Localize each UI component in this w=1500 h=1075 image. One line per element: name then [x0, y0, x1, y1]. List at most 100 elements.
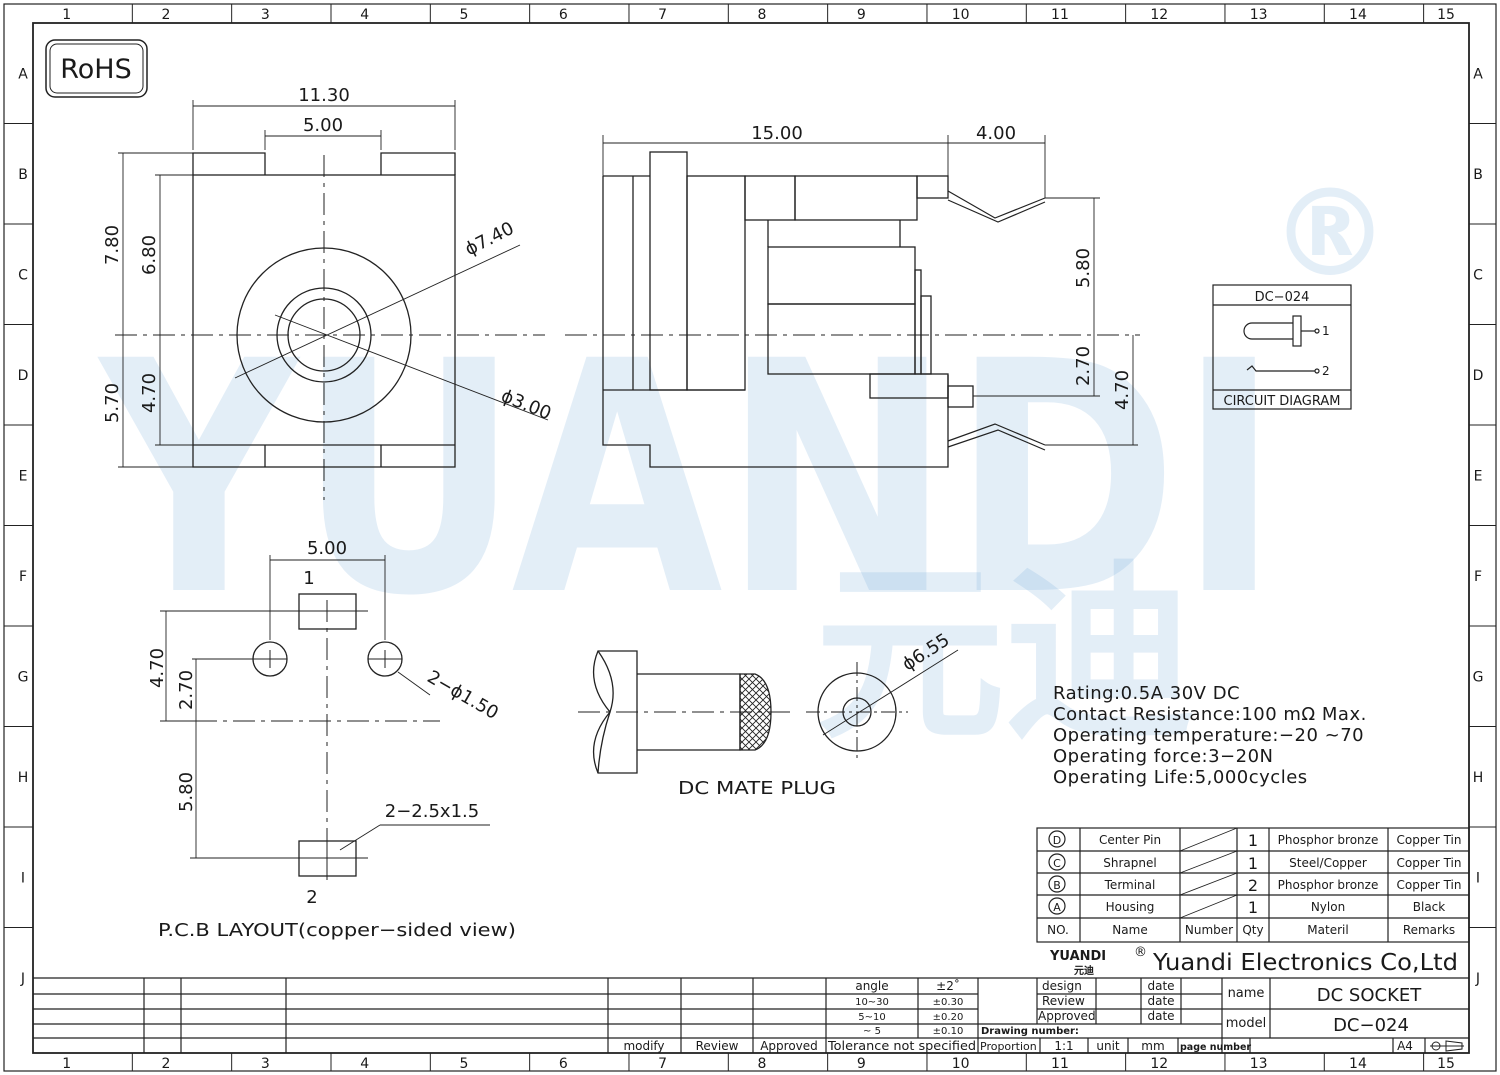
row-label-right: E [1474, 468, 1483, 484]
column-label-bottom: 7 [658, 1056, 667, 1072]
row-label-left: J [20, 971, 25, 987]
title-block [33, 977, 1469, 1053]
dim-pin-middle: 2.70 [1073, 346, 1094, 386]
dim-height-inner-lower: 4.70 [139, 373, 160, 413]
bom-row-id: C [1053, 857, 1061, 870]
column-label-top: 5 [460, 7, 469, 23]
row-label-left: H [18, 770, 29, 786]
pcb-dim-upper: 4.70 [147, 648, 168, 688]
pcb-dim-pitch: 5.00 [307, 538, 347, 559]
bom-row-id: A [1053, 901, 1061, 914]
bom-row-name: Center Pin [1099, 833, 1161, 847]
row-label-right: H [1473, 770, 1484, 786]
rohs-label: RoHS [60, 54, 132, 85]
date-label: date [1147, 1009, 1174, 1023]
row-label-right: F [1474, 569, 1482, 585]
pcb-dim-lower: 5.80 [176, 772, 197, 812]
dim-pin-length: 4.00 [976, 123, 1016, 144]
column-label-bottom: 6 [559, 1056, 568, 1072]
column-label-top: 7 [658, 7, 667, 23]
column-label-top: 6 [559, 7, 568, 23]
watermark-mark: ® [1270, 165, 1390, 304]
name-label: name [1228, 986, 1265, 1001]
sign-review: Review [1042, 994, 1085, 1008]
tol-angle-label: angle [855, 979, 888, 993]
date-label: date [1147, 994, 1174, 1008]
tol-range-value: ±0.20 [933, 1012, 964, 1023]
dim-width: 11.30 [298, 85, 350, 106]
circuit-pin-1: 1 [1322, 324, 1330, 338]
pcb-dim-middle: 2.70 [176, 670, 197, 710]
bom-row-qty: 1 [1248, 831, 1258, 850]
bom-header-material: Materil [1307, 923, 1348, 937]
watermark-cjk: 元迪 [815, 544, 1195, 765]
pcb-pin-2: 2 [306, 887, 317, 908]
spec-line: Contact Resistance:100 mΩ Max. [1053, 704, 1367, 725]
side-view-dimensions: 15.00 4.00 5.80 2.70 4.70 [751, 123, 1133, 410]
row-label-left: E [19, 468, 28, 484]
watermark: YUANDI 元迪 ® [96, 165, 1390, 765]
dim-pin-lower: 4.70 [1112, 370, 1133, 410]
bom-header-remarks: Remarks [1403, 923, 1455, 937]
row-label-right: I [1476, 870, 1480, 886]
sign-design: design [1042, 979, 1082, 993]
tol-range-value: ±0.30 [933, 997, 964, 1008]
circuit-title: DC−024 [1255, 290, 1310, 305]
column-label-bottom: 11 [1051, 1056, 1069, 1072]
bom-row-qty: 1 [1248, 898, 1258, 917]
column-label-top: 11 [1051, 7, 1069, 23]
pcb-dim-pad: 2−2.5x1.5 [385, 801, 479, 822]
dim-length: 15.00 [751, 123, 803, 144]
column-label-top: 9 [857, 7, 866, 23]
circuit-caption: CIRCUIT DIAGRAM [1224, 394, 1341, 409]
name-value: DC SOCKET [1317, 985, 1422, 1006]
column-label-bottom: 15 [1437, 1056, 1455, 1072]
company-logo: YUANDI [1049, 949, 1106, 964]
bom-row-remarks: Copper Tin [1397, 833, 1462, 847]
bom-row-name: Housing [1106, 900, 1155, 914]
unit-label: unit [1096, 1039, 1120, 1053]
model-value: DC−024 [1333, 1015, 1409, 1036]
approved-label: Approved [760, 1039, 818, 1053]
title-block-text: angle ±2˚ 10~30 ±0.30 5~10 ±0.20 ~ 5 ±0.… [623, 978, 1422, 1053]
column-label-top: 15 [1437, 7, 1455, 23]
model-label: model [1226, 1016, 1266, 1031]
dim-height-inner-upper: 6.80 [139, 235, 160, 275]
row-label-left: A [18, 66, 28, 82]
column-label-bottom: 14 [1349, 1056, 1367, 1072]
bom-row-material: Phosphor bronze [1278, 833, 1379, 847]
spec-line: Operating Life:5,000cycles [1053, 767, 1308, 788]
column-label-bottom: 12 [1150, 1056, 1168, 1072]
front-view [115, 100, 549, 500]
dc-mate-plug [578, 649, 959, 774]
date-label: date [1147, 979, 1174, 993]
column-label-bottom: 4 [360, 1056, 369, 1072]
column-label-top: 14 [1349, 7, 1367, 23]
column-label-top: 8 [758, 7, 767, 23]
spec-line: Rating:0.5A 30V DC [1053, 683, 1240, 704]
bom-row-name: Terminal [1104, 878, 1156, 892]
column-label-bottom: 9 [857, 1056, 866, 1072]
sheet-size: A4 [1397, 1039, 1413, 1053]
bom-row-id: B [1053, 879, 1061, 892]
pcb-pin-1: 1 [303, 568, 314, 589]
row-label-left: D [18, 368, 29, 384]
dim-diameter-outer: ϕ7.40 [462, 218, 518, 260]
drawing-frame [3, 3, 1497, 1072]
bom-header-qty: Qty [1242, 923, 1263, 937]
bom-row-remarks: Copper Tin [1397, 856, 1462, 870]
bom-row-qty: 1 [1248, 854, 1258, 873]
company-mark: ® [1134, 945, 1147, 960]
circuit-diagram [1212, 284, 1352, 410]
bom-header-name: Name [1112, 923, 1147, 937]
bom-header-number: Number [1185, 923, 1233, 937]
row-label-left: G [18, 669, 29, 685]
tol-range-value: ±0.10 [933, 1026, 964, 1037]
specifications: Rating:0.5A 30V DC Contact Resistance:10… [1053, 683, 1367, 788]
column-label-bottom: 2 [162, 1056, 171, 1072]
row-label-right: C [1473, 267, 1483, 283]
tol-angle-value: ±2˚ [936, 978, 960, 993]
tol-range-label: ~ 5 [863, 1026, 881, 1037]
bom-row-id: D [1053, 834, 1061, 847]
